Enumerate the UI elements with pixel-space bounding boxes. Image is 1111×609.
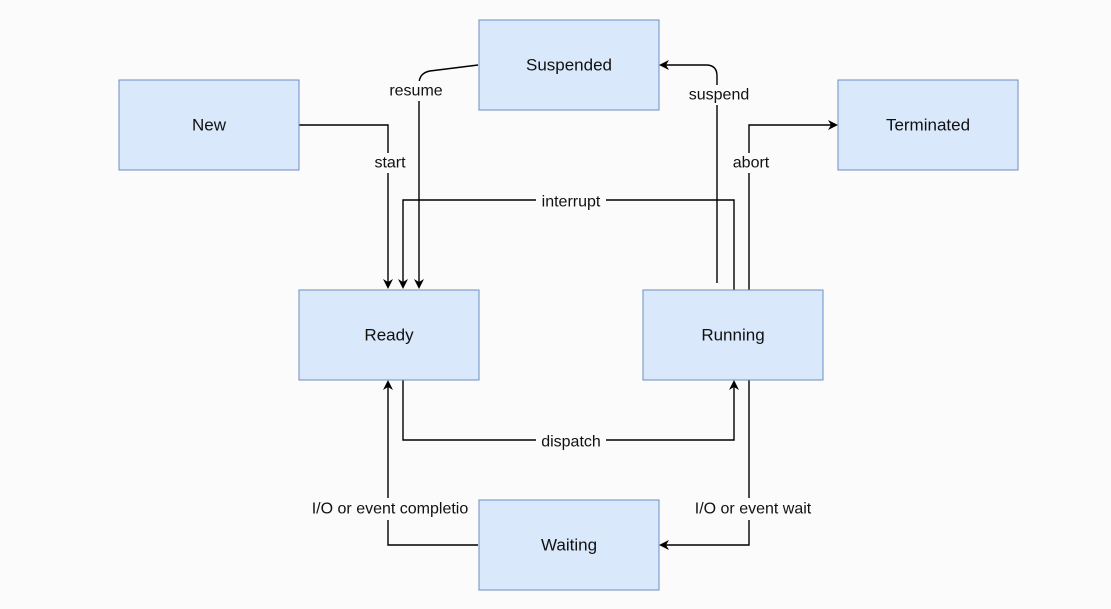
- node-running[interactable]: Running: [642, 289, 824, 381]
- node-terminated[interactable]: Terminated: [837, 79, 1019, 171]
- node-waiting[interactable]: Waiting: [478, 499, 660, 591]
- node-waiting-label: Waiting: [541, 536, 597, 555]
- edge-label-abort: abort: [733, 155, 770, 172]
- edge-io-wait: [659, 380, 750, 550]
- edge-interrupt: [398, 199, 735, 290]
- edge-label-resume: resume: [389, 83, 442, 100]
- edge-label-start: start: [374, 155, 406, 172]
- edge-label-io-wait: I/O or event wait: [695, 501, 812, 518]
- edge-label-suspend: suspend: [689, 87, 750, 104]
- node-suspended-label: Suspended: [526, 56, 612, 75]
- edge-dispatch: [402, 380, 739, 441]
- node-terminated-label: Terminated: [886, 116, 970, 135]
- node-running-label: Running: [701, 326, 764, 345]
- node-ready[interactable]: Ready: [298, 289, 480, 381]
- edge-io-completion: [383, 380, 478, 546]
- edge-suspend: [659, 60, 718, 283]
- edge-label-dispatch: dispatch: [541, 434, 601, 451]
- node-new-label: New: [192, 116, 227, 135]
- node-suspended[interactable]: Suspended: [478, 19, 660, 111]
- edge-start: [299, 124, 393, 289]
- node-new[interactable]: New: [118, 79, 300, 171]
- edge-abort: [748, 120, 838, 290]
- node-ready-label: Ready: [364, 326, 414, 345]
- edge-label-interrupt: interrupt: [542, 194, 601, 211]
- edge-label-io-completion: I/O or event completio: [312, 501, 469, 518]
